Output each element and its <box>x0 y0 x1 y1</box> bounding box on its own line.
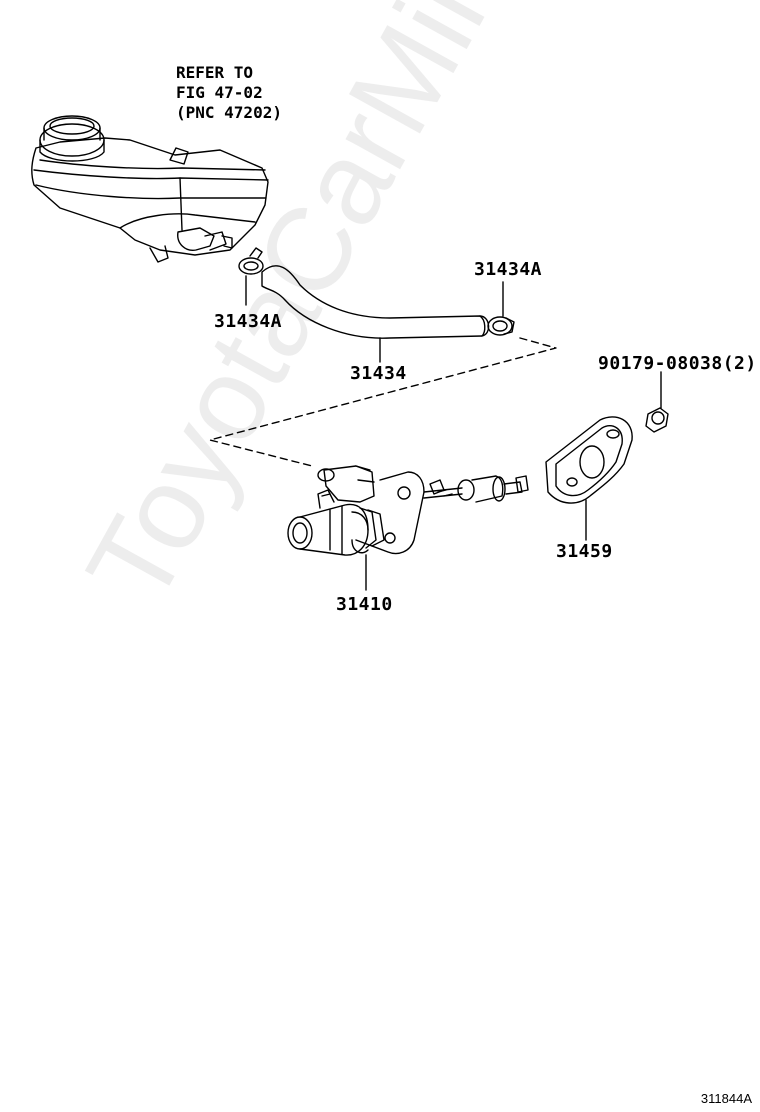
gasket[interactable] <box>545 416 633 504</box>
hose-clamp-lower[interactable] <box>487 316 515 336</box>
reference-note-line-2: FIG 47-02 <box>176 83 263 102</box>
reference-note: REFER TO FIG 47-02 (PNC 47202) <box>176 63 282 123</box>
reservoir-breather <box>169 147 189 165</box>
cylinder-mounting-flange[interactable] <box>351 471 425 555</box>
figure-code: 311844A <box>700 1091 752 1106</box>
cylinder-push-rod[interactable] <box>423 475 529 503</box>
label-clamp-upper[interactable]: 31434A <box>214 311 283 332</box>
reference-note-line-3: (PNC 47202) <box>176 103 282 122</box>
reservoir-tank[interactable] <box>31 137 269 263</box>
reservoir-outlet-nipple[interactable] <box>177 227 233 251</box>
label-hose[interactable]: 31434 <box>350 363 407 384</box>
label-nut[interactable]: 90179-08038(2) <box>598 353 757 374</box>
hose-clamp-upper[interactable] <box>238 247 264 275</box>
label-gasket[interactable]: 31459 <box>556 541 613 562</box>
label-master-cylinder[interactable]: 31410 <box>336 594 393 615</box>
connection-dashed-line <box>209 337 557 467</box>
reference-note-line-1: REFER TO <box>176 63 254 82</box>
clutch-master-cylinder[interactable] <box>287 465 385 556</box>
reservoir-hose[interactable] <box>261 265 490 339</box>
label-clamp-lower[interactable]: 31434A <box>474 259 543 280</box>
reservoir-cap[interactable] <box>39 115 105 162</box>
flange-nut[interactable] <box>645 407 669 433</box>
